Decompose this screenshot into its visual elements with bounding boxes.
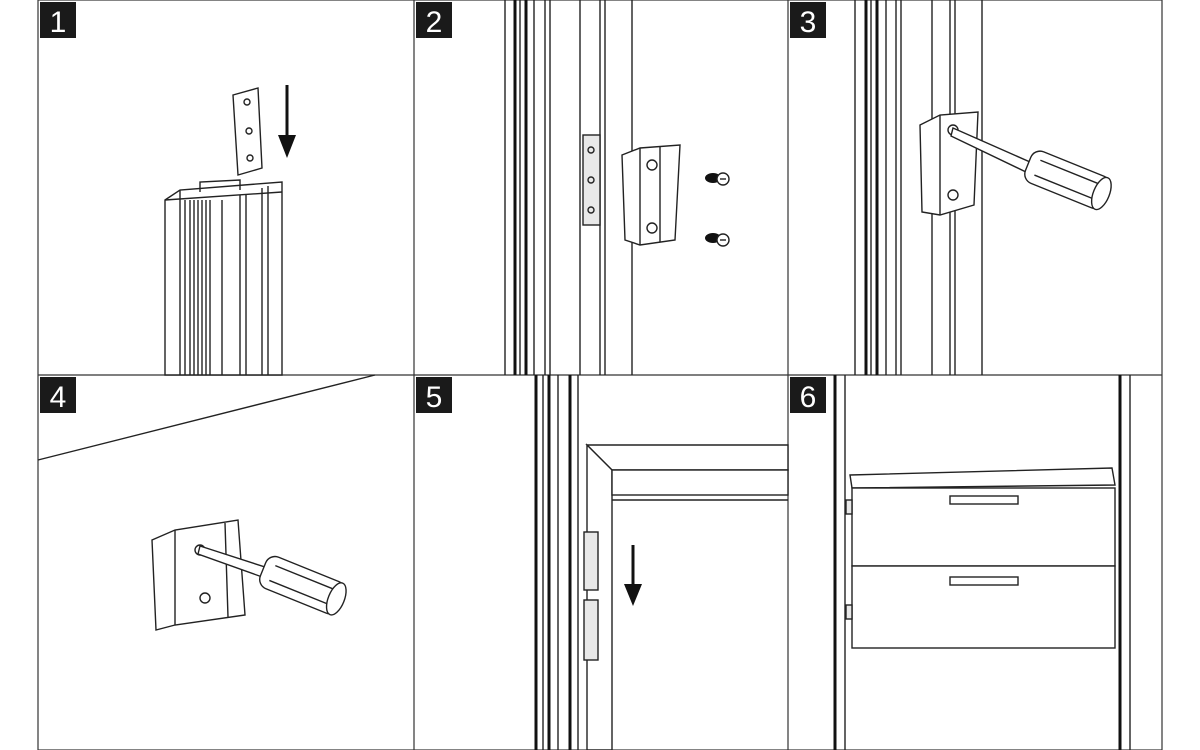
aluminium-profile bbox=[164, 179, 283, 376]
door-frame-profile bbox=[504, 0, 633, 375]
cabinet-door bbox=[585, 443, 789, 750]
step-number: 2 bbox=[426, 6, 443, 39]
step-5-panel bbox=[534, 375, 789, 750]
bracket bbox=[151, 519, 246, 631]
door-frame-profile bbox=[534, 375, 579, 750]
step-badge-4: 4 bbox=[40, 377, 76, 414]
step-number: 6 bbox=[800, 381, 817, 414]
screwdriver-icon bbox=[197, 545, 347, 616]
drawer-handle bbox=[949, 495, 1019, 505]
step-number: 3 bbox=[800, 6, 817, 39]
drawer-cabinet bbox=[845, 467, 1116, 649]
step-1-panel bbox=[164, 85, 296, 376]
ceiling-edge bbox=[37, 374, 376, 461]
down-arrow-icon bbox=[278, 85, 296, 158]
step-number: 5 bbox=[426, 381, 443, 414]
bracket bbox=[919, 111, 979, 216]
down-arrow-icon bbox=[624, 545, 642, 606]
hinge-plate bbox=[232, 87, 263, 176]
hinge-plate bbox=[582, 134, 601, 226]
step-4-panel bbox=[37, 374, 376, 631]
step-6-panel bbox=[833, 375, 1131, 750]
drawer-handle bbox=[949, 576, 1019, 586]
step-badge-1: 1 bbox=[40, 2, 76, 39]
hinge bbox=[583, 531, 599, 661]
screw-icon bbox=[705, 233, 730, 247]
screw-icon bbox=[705, 172, 730, 186]
step-badge-2: 2 bbox=[416, 2, 452, 39]
step-2-panel bbox=[504, 0, 730, 375]
step-badge-6: 6 bbox=[790, 377, 826, 414]
step-badge-5: 5 bbox=[416, 377, 452, 414]
bracket bbox=[621, 144, 681, 246]
step-3-panel bbox=[854, 0, 1112, 375]
step-badge-3: 3 bbox=[790, 2, 826, 39]
step-number: 1 bbox=[50, 6, 67, 39]
screwdriver-icon bbox=[950, 127, 1112, 211]
step-number: 4 bbox=[50, 381, 67, 414]
door-frame-profile bbox=[833, 375, 1131, 750]
